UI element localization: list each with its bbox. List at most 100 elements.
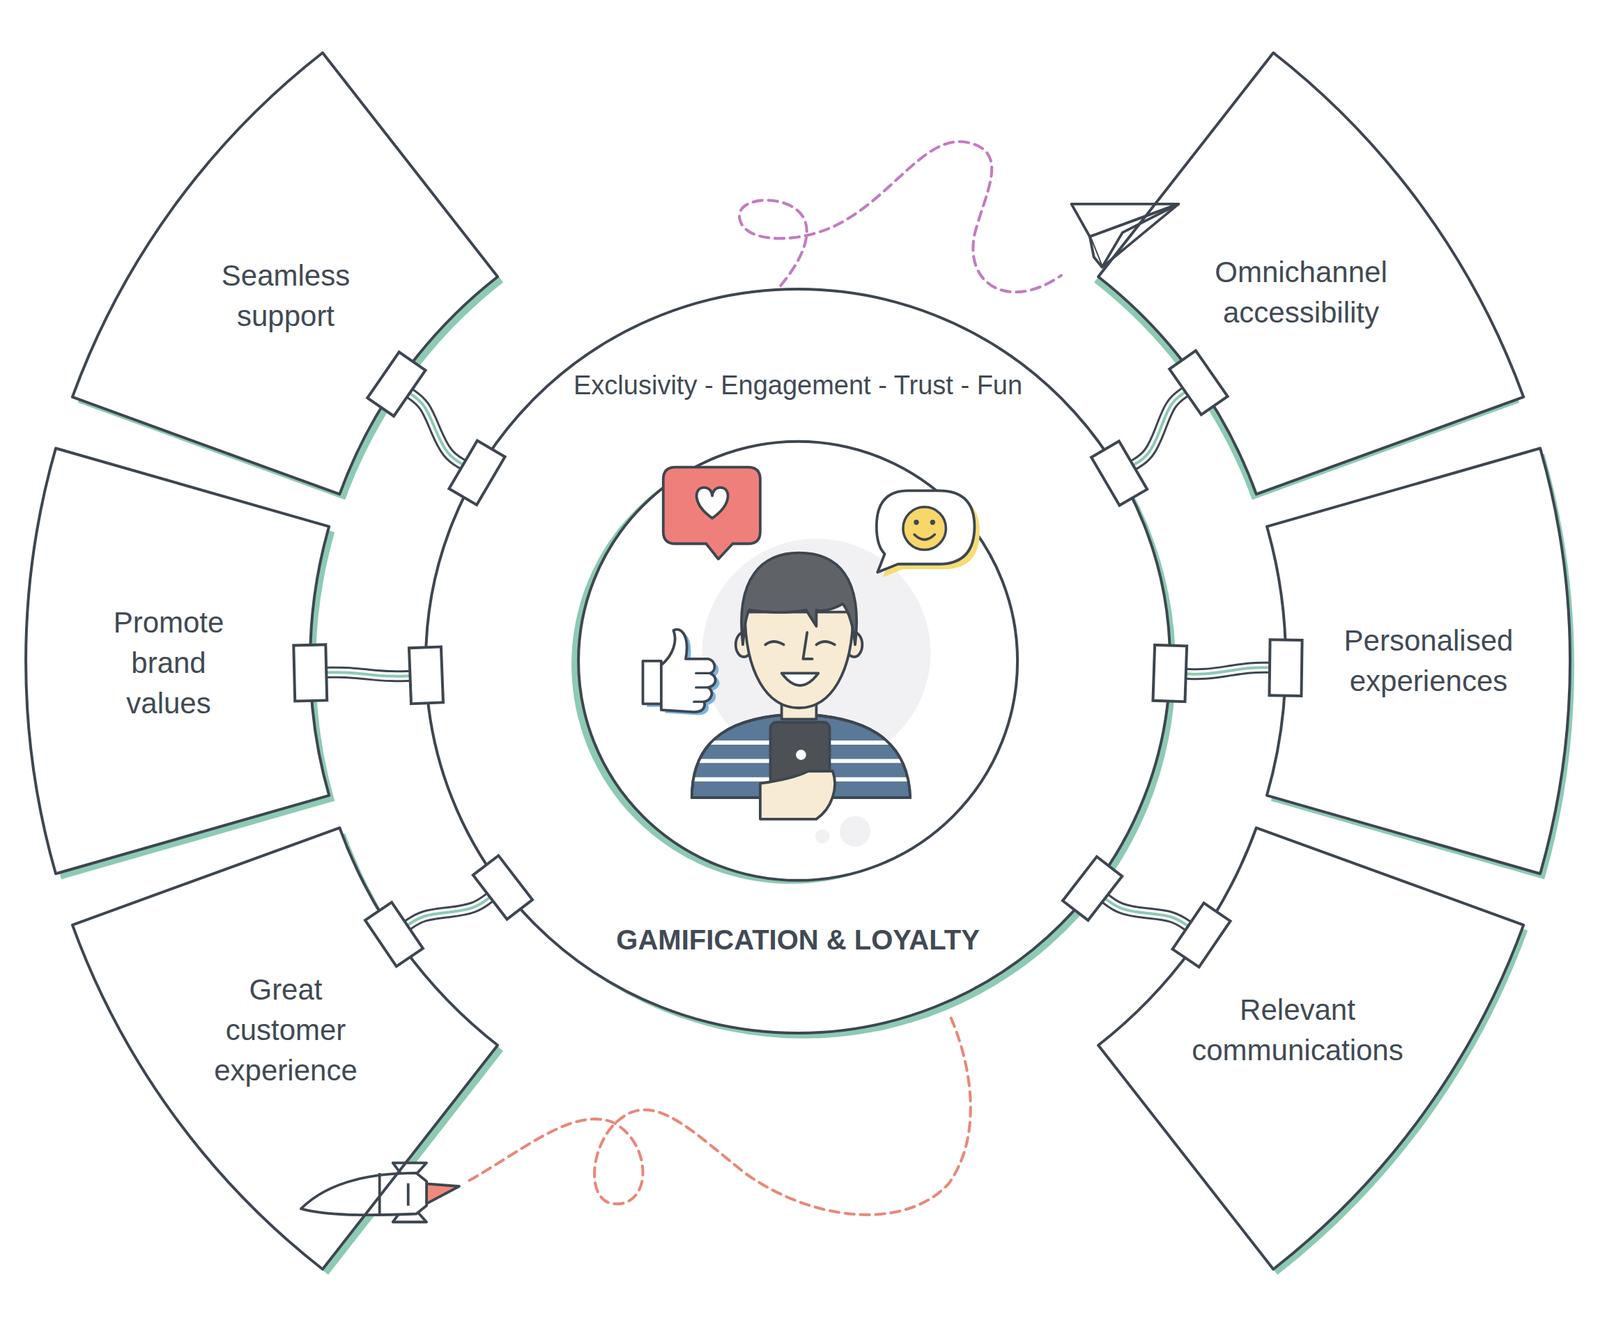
connector-block: [1172, 903, 1231, 968]
connector-block: [1152, 645, 1187, 702]
connector-casing: [1133, 391, 1186, 465]
connector-core: [409, 393, 464, 465]
illustration-part: [913, 519, 919, 525]
segment-label: Promote brand values: [105, 602, 232, 725]
connector-block: [1268, 639, 1302, 697]
connector-stripe: [1186, 667, 1270, 674]
illustration-part: [802, 632, 812, 660]
illustration-part: [914, 534, 935, 540]
wedge-fill: [1098, 827, 1524, 1270]
connector-block: [448, 440, 505, 505]
connector-core: [1186, 667, 1270, 674]
wedge-fill: [1098, 52, 1524, 495]
illustration-part: [1089, 236, 1103, 268]
node-outline: [1263, 445, 1574, 878]
person: [683, 553, 919, 820]
node-outline: [425, 289, 1171, 1034]
backdrop-dot: [839, 816, 871, 847]
illustration-part: [696, 487, 729, 519]
segment-outline: [1098, 827, 1524, 1270]
inner-circle: [578, 441, 1018, 881]
ring-title: GAMIFICATION & LOYALTY: [616, 924, 980, 957]
connector-stripe: [326, 672, 410, 677]
node-outline: [68, 825, 502, 1273]
segment-outline: [1266, 448, 1571, 874]
segment-label: Relevant communications: [1186, 990, 1410, 1072]
ring-node: Exclusivity - Engagement - Trust - FunGA…: [425, 289, 1171, 1034]
connector: [293, 644, 444, 704]
illustration-part: [301, 1173, 427, 1216]
illustration-part: [406, 1183, 410, 1207]
connector-casing: [1186, 667, 1270, 674]
connector: [1091, 350, 1228, 506]
segment-node: Relevant communications: [1095, 825, 1527, 1273]
illustration-part: [876, 490, 975, 573]
segment-label: Omnichannel accessibility: [1206, 252, 1396, 334]
illustration-part: [781, 673, 819, 686]
connector-block: [367, 351, 426, 417]
connector-stripe: [1105, 898, 1189, 927]
wedge-fill: [72, 827, 498, 1270]
illustration: [301, 141, 1179, 1223]
wedge-fill: [25, 448, 329, 874]
illustration-part: [694, 673, 711, 702]
connector: [367, 351, 505, 505]
connector-block: [365, 902, 423, 967]
illustration-part: [903, 507, 947, 551]
segment-outline: [25, 448, 329, 874]
illustration-part: [663, 467, 761, 560]
segment-outline: [1098, 52, 1524, 495]
segment-label: Seamless support: [191, 255, 380, 337]
connector-stripe: [406, 897, 490, 926]
connector-casing: [409, 393, 464, 465]
segment-node: Personalised experiences: [1263, 445, 1574, 878]
connector-stripe: [409, 393, 464, 465]
connector-casing: [406, 897, 490, 926]
dashed-trail: [739, 141, 1062, 292]
connector: [1152, 639, 1302, 702]
illustration-part: [643, 629, 716, 713]
shape-fills: [25, 52, 1575, 1276]
ring-fill: [425, 289, 1171, 1034]
thumbs-up: [643, 629, 720, 716]
segment-outline: [72, 827, 498, 1270]
illustration-part: [765, 641, 784, 645]
segment-label: Great customer experience: [209, 970, 363, 1092]
heart-bubble: [663, 467, 761, 560]
segment-node: Promote brand values: [22, 445, 333, 878]
paper-plane: [1071, 204, 1180, 268]
ring-outline: [425, 289, 1171, 1034]
illustration-part: [760, 771, 835, 820]
segment-node: Great customer experience: [68, 825, 502, 1273]
connector-block: [1091, 441, 1148, 506]
connector-casing: [1105, 898, 1189, 927]
connector-block: [473, 855, 533, 920]
connector-block: [409, 647, 444, 705]
connector-core: [326, 672, 410, 677]
illustration-part: [1089, 204, 1179, 268]
smiley-bubble: [876, 490, 980, 578]
rocket: [301, 1163, 460, 1223]
wedge-fill: [1266, 448, 1571, 874]
connector-block: [293, 644, 327, 702]
connector-block: [1169, 350, 1228, 415]
illustration-part: [930, 519, 936, 525]
connector: [365, 855, 533, 967]
connector-casing: [326, 672, 410, 677]
connector-core: [1105, 898, 1189, 927]
connector-block: [1062, 857, 1122, 921]
illustration-part: [816, 641, 835, 645]
illustration-part: [795, 749, 807, 761]
ring-slogan: Exclusivity - Engagement - Trust - Fun: [573, 370, 1023, 402]
connector-stripe: [1133, 391, 1186, 465]
segment-outline: [72, 52, 498, 495]
backdrop-dot: [815, 829, 830, 844]
connector: [1062, 857, 1231, 968]
connector-core: [1133, 391, 1186, 465]
segment-label: Personalised experiences: [1334, 620, 1523, 702]
connector-core: [406, 897, 490, 926]
illustration-part: [741, 553, 857, 646]
illustration-part: [744, 612, 853, 709]
dashed-trail: [464, 1018, 971, 1215]
